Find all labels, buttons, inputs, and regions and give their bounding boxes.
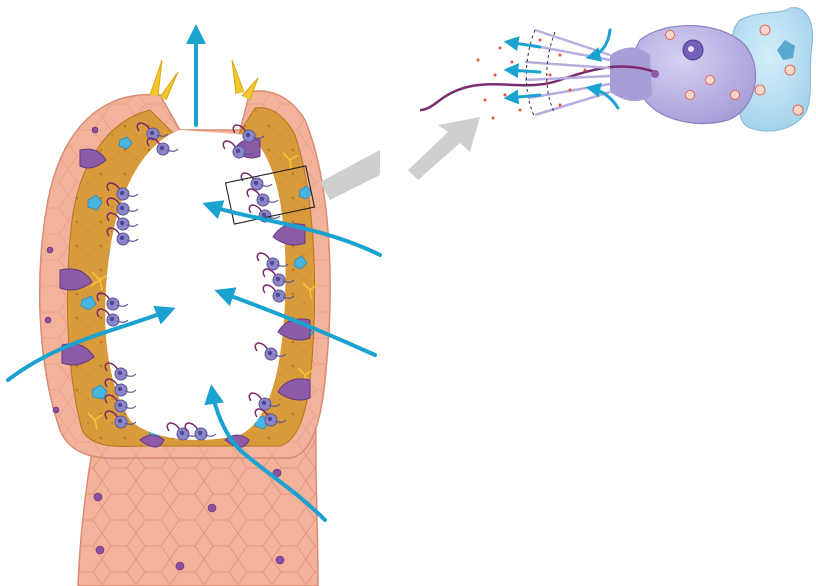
zoom-callout-arrow-icon xyxy=(320,117,480,200)
sponge-body xyxy=(40,60,330,586)
blue-arrow-icon xyxy=(508,42,540,47)
choanocyte-inset xyxy=(420,8,813,131)
blue-arrow-icon xyxy=(508,70,540,72)
osculum-spicule-left xyxy=(150,60,178,100)
